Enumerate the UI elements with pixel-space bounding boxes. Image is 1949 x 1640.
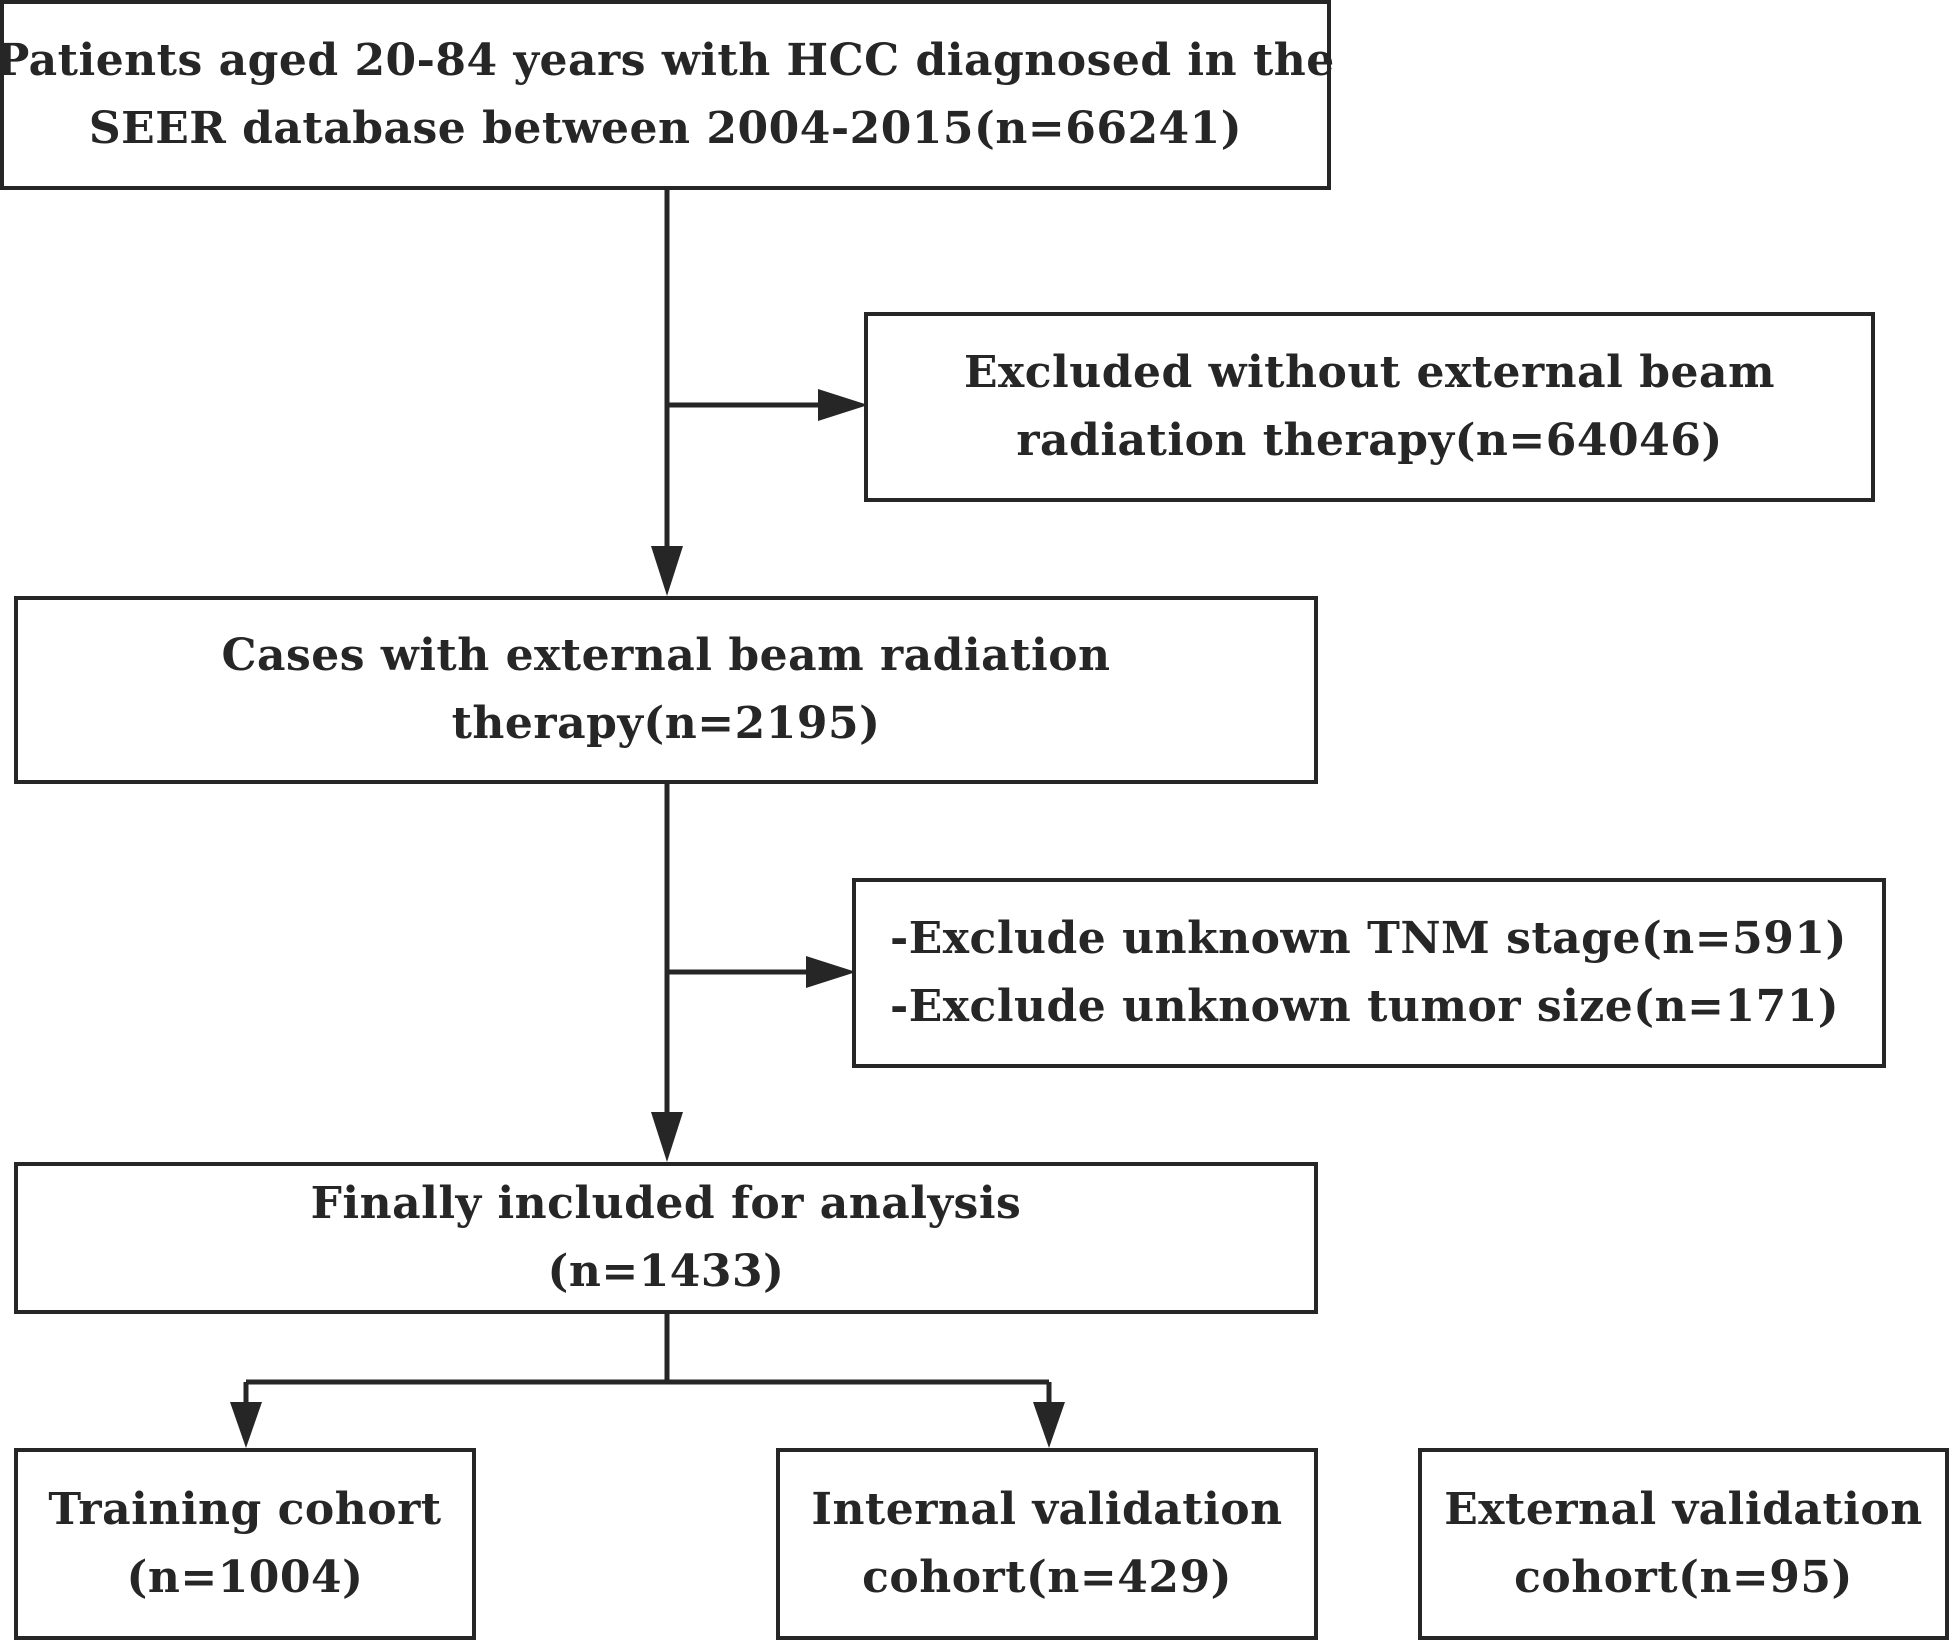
training-cohort-node: Training cohort (n=1004) — [14, 1448, 476, 1640]
external-validation-line-2: cohort(n=95) — [1514, 1552, 1853, 1603]
external-validation-node: External validation cohort(n=95) — [1418, 1448, 1949, 1640]
internal-validation-node: Internal validation cohort(n=429) — [776, 1448, 1318, 1640]
arrowhead-to-ebrt — [651, 546, 683, 596]
connector-lines — [243, 188, 1052, 1410]
arrowheads — [230, 389, 1065, 1448]
excluded-ebrt-node: Excluded without external beam radiation… — [864, 312, 1875, 502]
external-validation-line-1: External validation — [1444, 1484, 1923, 1535]
start-node: Patients aged 20-84 years with HCC diagn… — [0, 0, 1334, 190]
arrowhead-to-internal — [1033, 1402, 1065, 1448]
internal-validation-line-1: Internal validation — [811, 1484, 1283, 1535]
start-node-line-2: SEER database between 2004-2015(n=66241) — [88, 103, 1243, 154]
excluded-unknown-line-2: -Exclude unknown tumor size(n=171) — [890, 981, 1840, 1032]
ebrt-cases-line-2: therapy(n=2195) — [451, 698, 881, 749]
training-cohort-line-2: (n=1004) — [126, 1552, 364, 1603]
excluded-unknown-line-1: -Exclude unknown TNM stage(n=591) — [890, 913, 1847, 964]
final-node-line-2: (n=1433) — [547, 1246, 785, 1297]
internal-validation-line-2: cohort(n=429) — [862, 1552, 1232, 1603]
start-node-line-1: Patients aged 20-84 years with HCC diagn… — [0, 35, 1335, 86]
final-node: Finally included for analysis (n=1433) — [14, 1162, 1318, 1314]
arrowhead-to-training — [230, 1402, 262, 1448]
arrowhead-to-final — [651, 1112, 683, 1162]
final-node-line-1: Finally included for analysis — [310, 1178, 1022, 1229]
ebrt-cases-node: Cases with external beam radiation thera… — [14, 596, 1318, 784]
arrowhead-to-excluded-unknown — [806, 956, 856, 988]
excluded-ebrt-line-2: radiation therapy(n=64046) — [1016, 415, 1723, 466]
arrowhead-to-excluded-ebrt — [818, 389, 868, 421]
ebrt-cases-line-1: Cases with external beam radiation — [221, 630, 1111, 681]
training-cohort-line-1: Training cohort — [48, 1484, 442, 1535]
excluded-ebrt-line-1: Excluded without external beam — [963, 347, 1776, 398]
excluded-unknown-node: -Exclude unknown TNM stage(n=591) -Exclu… — [852, 878, 1886, 1068]
